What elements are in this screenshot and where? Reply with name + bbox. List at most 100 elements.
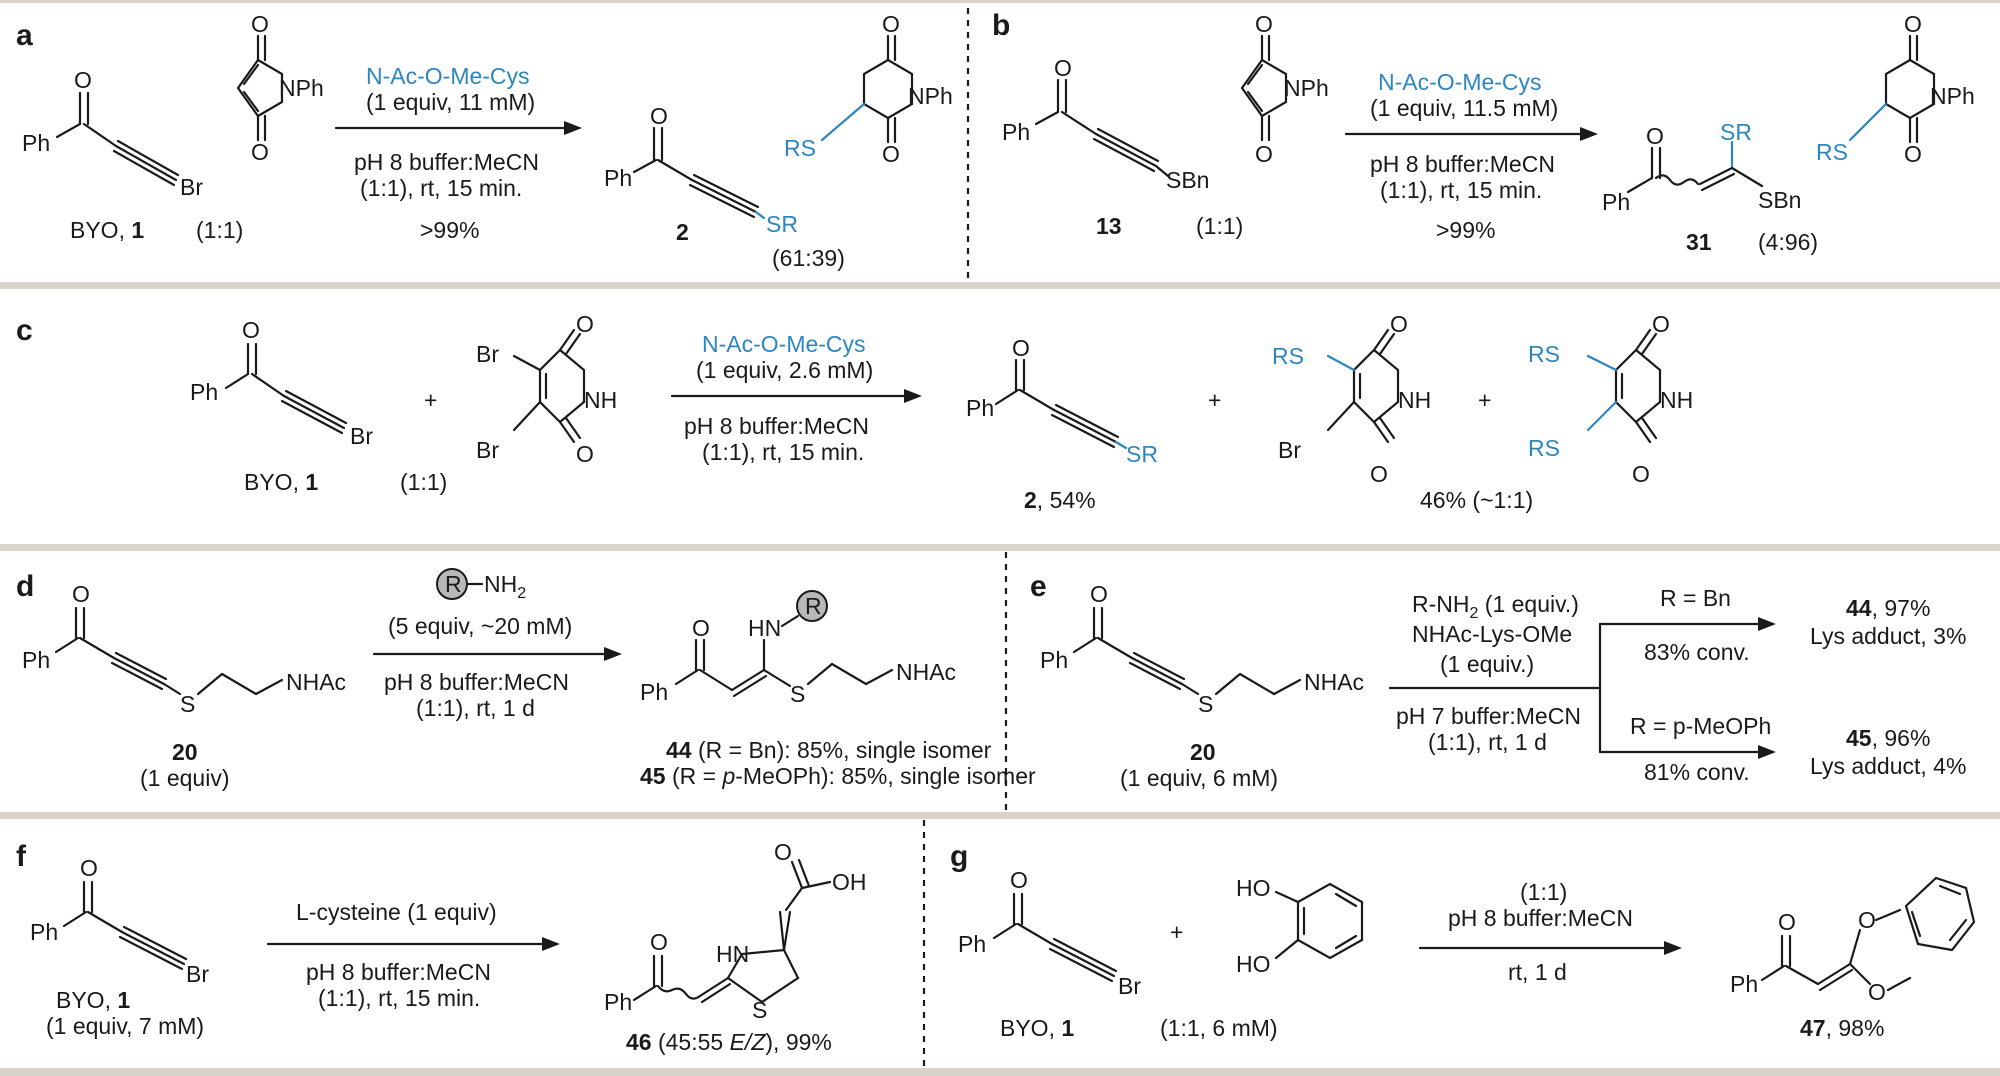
- yield-47: 47, 98%: [1800, 1015, 1884, 1041]
- svg-text:O: O: [80, 855, 98, 881]
- molecule-rs-br-maleimide: O O NH RS Br: [1272, 311, 1431, 487]
- reaction-arrow-b: N-Ac-O-Me-Cys (1 equiv, 11.5 mM) pH 8 bu…: [1344, 69, 1598, 243]
- label-byo-1-a: BYO, 1: [70, 217, 144, 243]
- svg-text:RS: RS: [1528, 435, 1560, 461]
- reaction-arrow-d: R NH2 (5 equiv, ~20 mM) pH 8 buffer:MeCN…: [372, 568, 622, 721]
- yield-45-e: 45, 96%: [1846, 725, 1930, 751]
- svg-text:Ph: Ph: [604, 989, 632, 1015]
- svg-text:O: O: [1858, 907, 1876, 933]
- svg-text:(1 equiv.): (1 equiv.): [1440, 651, 1534, 677]
- reaction-arrow-g: (1:1) pH 8 buffer:MeCN rt, 1 d: [1418, 879, 1682, 985]
- molecule-enaminone-d: R Ph O HN S NHAc: [640, 590, 956, 707]
- svg-text:OH: OH: [832, 869, 867, 895]
- molecule-benzodioxole-47: Ph O O O: [1730, 876, 1976, 1005]
- label-byo-1-f: BYO, 1: [56, 987, 130, 1013]
- svg-text:O: O: [576, 311, 594, 337]
- svg-text:N-Ac-O-Me-Cys: N-Ac-O-Me-Cys: [1378, 69, 1542, 95]
- separator-3: [0, 812, 2000, 819]
- panel-b: b Ph O SBn O O NPh 13 (1:1): [992, 9, 1975, 255]
- svg-text:NH: NH: [1660, 387, 1693, 413]
- svg-text:Br: Br: [476, 341, 499, 367]
- svg-text:Ph: Ph: [640, 679, 668, 705]
- label-20-e: 20: [1190, 739, 1216, 765]
- svg-text:RS: RS: [1528, 341, 1560, 367]
- svg-text:O: O: [882, 141, 900, 167]
- svg-text:RS: RS: [1816, 139, 1848, 165]
- molecule-product-2-a: Ph O SR 2: [604, 103, 798, 245]
- yield-46: 46 (45:55 E/Z), 99%: [626, 1029, 832, 1055]
- svg-text:SR: SR: [1720, 119, 1752, 145]
- svg-text:pH 8 buffer:MeCN: pH 8 buffer:MeCN: [1370, 151, 1555, 177]
- svg-text:pH 8 buffer:MeCN: pH 8 buffer:MeCN: [1448, 905, 1633, 931]
- svg-text:SBn: SBn: [1758, 187, 1801, 213]
- svg-text:O: O: [692, 615, 710, 641]
- ratio-a: (1:1): [196, 217, 243, 243]
- lys-adduct-1: Lys adduct, 3%: [1810, 623, 1966, 649]
- svg-text:O: O: [1012, 335, 1030, 361]
- svg-text:31: 31: [1686, 229, 1712, 255]
- svg-text:Br: Br: [186, 961, 209, 987]
- separator-1: [0, 282, 2000, 289]
- svg-text:Ph: Ph: [1002, 119, 1030, 145]
- lys-adduct-2: Lys adduct, 4%: [1810, 753, 1966, 779]
- svg-text:O: O: [1904, 141, 1922, 167]
- svg-text:Ph: Ph: [1730, 971, 1758, 997]
- svg-text:O: O: [1054, 55, 1072, 81]
- svg-text:O: O: [1370, 461, 1388, 487]
- svg-text:Br: Br: [350, 423, 373, 449]
- ratio-c: (1:1): [400, 469, 447, 495]
- reaction-branch-e: R-NH2 (1 equiv.) NHAc-Lys-OMe (1 equiv.)…: [1388, 585, 1776, 785]
- svg-text:N-Ac-O-Me-Cys: N-Ac-O-Me-Cys: [702, 331, 866, 357]
- molecule-ynone-20-e: Ph O S NHAc: [1040, 581, 1364, 717]
- svg-text:O: O: [1904, 11, 1922, 37]
- svg-text:O: O: [1632, 461, 1650, 487]
- molecule-product-2-c: Ph O SR: [966, 335, 1158, 467]
- product-ratio-b: (4:96): [1758, 229, 1818, 255]
- svg-text:O: O: [251, 139, 269, 165]
- svg-text:R = Bn: R = Bn: [1660, 585, 1731, 611]
- molecule-maleimide-b: O O NPh: [1240, 11, 1329, 167]
- molecule-succinimide-a: O O NPh RS: [784, 11, 953, 167]
- svg-text:R-NH2 (1 equiv.): R-NH2 (1 equiv.): [1412, 591, 1579, 622]
- reaction-arrow-a: N-Ac-O-Me-Cys (1 equiv, 11 mM) pH 8 buff…: [334, 63, 582, 243]
- svg-text:O: O: [882, 11, 900, 37]
- svg-text:S: S: [790, 681, 805, 707]
- separator-2: [0, 544, 2000, 551]
- svg-text:N-Ac-O-Me-Cys: N-Ac-O-Me-Cys: [366, 63, 530, 89]
- svg-text:SR: SR: [766, 211, 798, 237]
- svg-text:Br: Br: [476, 437, 499, 463]
- panel-letter-f: f: [16, 840, 27, 873]
- svg-text:Ph: Ph: [1040, 647, 1068, 673]
- svg-text:S: S: [180, 691, 195, 717]
- molecule-thiazolidine-46: Ph O HN S O OH: [604, 839, 867, 1023]
- svg-text:(1:1): (1:1): [1520, 879, 1567, 905]
- svg-text:O: O: [1652, 311, 1670, 337]
- svg-text:O: O: [650, 929, 668, 955]
- panel-letter-a: a: [16, 19, 33, 52]
- panel-letter-e: e: [1030, 570, 1047, 603]
- svg-text:O: O: [1090, 581, 1108, 607]
- panel-c: c Ph O Br BYO, 1 (1:1) + O O NH: [16, 311, 1693, 513]
- svg-text:NH2: NH2: [484, 571, 526, 602]
- yield-45-d: 45 (R = p-MeOPh): 85%, single isomer: [640, 763, 1036, 789]
- label-13: 13: [1096, 213, 1122, 239]
- plus-c1: +: [424, 387, 437, 413]
- svg-text:NPh: NPh: [908, 83, 953, 109]
- svg-text:Ph: Ph: [30, 919, 58, 945]
- yield-products-3: 46% (~1:1): [1420, 487, 1533, 513]
- molecule-ynone-13: Ph O SBn: [1002, 55, 1209, 193]
- svg-text:(1:1), rt, 1 d: (1:1), rt, 1 d: [1428, 729, 1547, 755]
- molecule-bis-rs-maleimide: O O NH RS RS: [1528, 311, 1693, 487]
- svg-text:HN: HN: [748, 615, 781, 641]
- svg-text:Ph: Ph: [1602, 189, 1630, 215]
- svg-text:O: O: [1255, 141, 1273, 167]
- svg-text:O: O: [576, 441, 594, 467]
- svg-text:O: O: [251, 11, 269, 37]
- separator-bottom: [0, 1068, 2000, 1076]
- svg-text:Br: Br: [180, 174, 203, 200]
- svg-text:S: S: [752, 997, 767, 1023]
- yield-product-2-c: 2, 54%: [1024, 487, 1096, 513]
- svg-text:NPh: NPh: [279, 75, 324, 101]
- svg-text:2: 2: [676, 219, 689, 245]
